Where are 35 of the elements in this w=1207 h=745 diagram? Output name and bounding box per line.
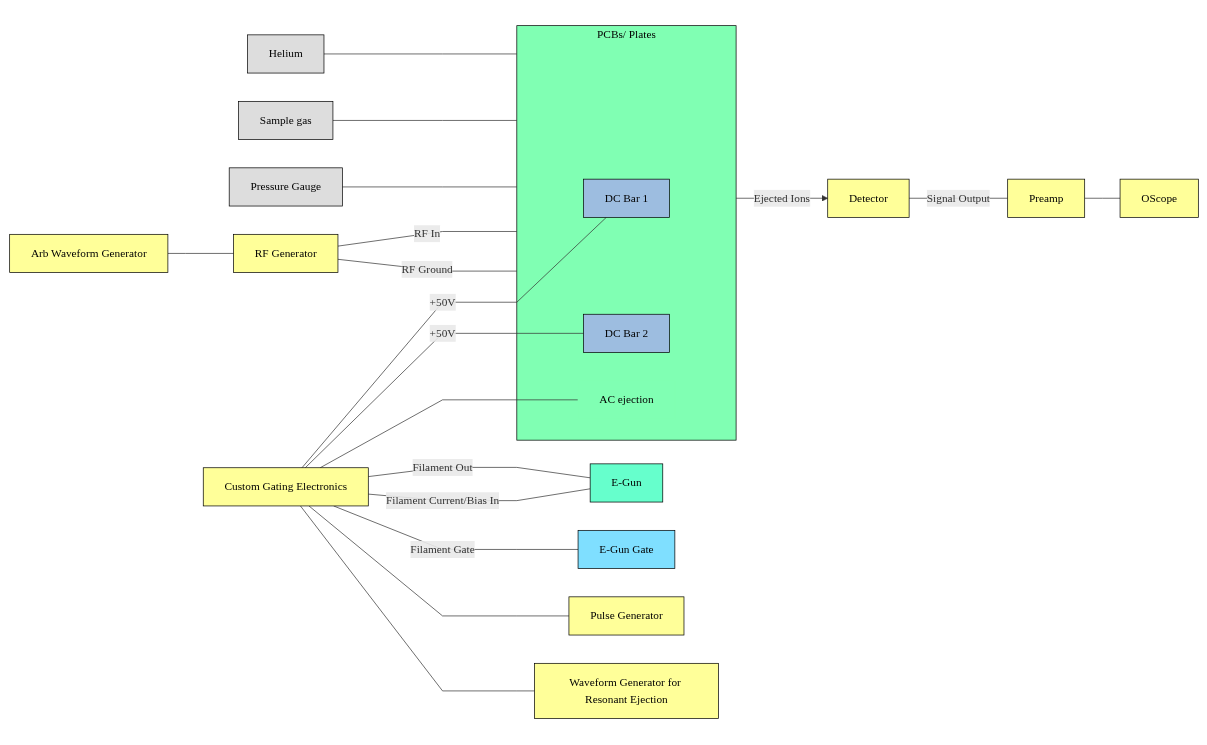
node-box: E-Gun bbox=[589, 463, 663, 503]
connector bbox=[299, 506, 535, 692]
connector bbox=[301, 217, 607, 469]
edge-label: +50V bbox=[429, 327, 455, 340]
node-box: Helium bbox=[246, 34, 324, 74]
connector bbox=[332, 120, 517, 122]
edge-label: Filament Out bbox=[412, 461, 473, 474]
node-box: E-Gun Gate bbox=[577, 530, 675, 570]
node-box: Waveform Generator for Resonant Ejection bbox=[533, 663, 719, 720]
node-box: Detector bbox=[826, 179, 909, 219]
edge-label: Filament Gate bbox=[409, 543, 475, 556]
connector bbox=[1083, 198, 1120, 200]
edge-label: Signal Output bbox=[926, 192, 990, 205]
edge-label: +50V bbox=[429, 296, 455, 309]
node-box: Preamp bbox=[1006, 179, 1085, 219]
connector bbox=[341, 187, 517, 188]
edge-label: RF Ground bbox=[401, 263, 453, 276]
node-box: Pressure Gauge bbox=[228, 167, 343, 207]
node-box: Arb Waveform Generator bbox=[8, 234, 168, 274]
node-box: DC Bar 2 bbox=[582, 314, 670, 354]
node-box: Custom Gating Electronics bbox=[202, 467, 369, 507]
connector bbox=[167, 253, 234, 255]
node-box: DC Bar 1 bbox=[582, 179, 670, 219]
node-text: AC ejection bbox=[598, 393, 654, 406]
node-box: Sample gas bbox=[237, 101, 333, 141]
connector bbox=[308, 506, 569, 617]
node-box: RF Generator bbox=[232, 234, 338, 274]
edge-label: Filament Current/Bias In bbox=[385, 494, 499, 507]
connector bbox=[323, 54, 517, 55]
edge-label: Ejected Ions bbox=[753, 192, 810, 205]
connector bbox=[319, 399, 578, 469]
node-box: OScope bbox=[1119, 179, 1199, 219]
node-box: Pulse Generator bbox=[568, 596, 684, 636]
edge-label: RF In bbox=[413, 227, 440, 240]
connector bbox=[304, 333, 584, 469]
